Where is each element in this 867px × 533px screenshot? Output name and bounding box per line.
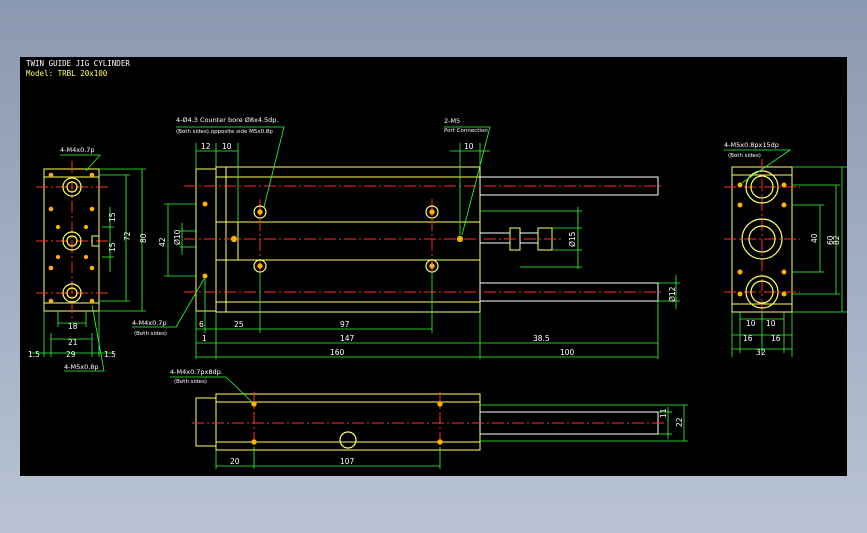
dim-right-10b: 10 — [766, 319, 776, 328]
dim-top-phi15: Ø15 — [568, 231, 577, 247]
cad-drawing-canvas: TWIN GUIDE JIG CYLINDER Model: TRBL 20x1… — [20, 57, 847, 476]
dim-bottom-22: 22 — [675, 417, 684, 427]
dim-top-160: 160 — [330, 348, 345, 357]
top-port-left — [230, 235, 238, 243]
dim-right-40: 40 — [810, 233, 819, 243]
right-view: 40 60 82 10 10 16 16 32 4-M5x0.8px15dp (… — [724, 141, 847, 357]
bottom-view: 11 22 20 107 4-M4x0.7px8dp. (Both sides) — [170, 368, 688, 469]
callout-bottom-thread-note: (Both sides) — [174, 379, 207, 385]
callout-side-thread: 4-M4x0.7p — [132, 319, 167, 327]
top-view: 12 10 10 42 Ø10 Ø15 Ø12 6 25 — [132, 116, 680, 359]
dim-front-w29: 29 — [66, 350, 76, 359]
front-rod-hole — [62, 231, 82, 251]
right-bore-middle — [741, 218, 783, 260]
right-bore-upper — [745, 170, 779, 204]
dim-top-10b: 10 — [464, 142, 474, 151]
dim-front-h15a: 15 — [108, 212, 117, 222]
dim-right-60: 60 — [826, 235, 835, 245]
top-counterbore-hole — [253, 205, 267, 219]
dim-top-phi10: Ø10 — [173, 229, 182, 245]
right-bore-lower — [745, 275, 779, 309]
dim-right-16b: 16 — [771, 334, 781, 343]
dim-top-385: 38.5 — [533, 334, 550, 343]
dim-top-phi12: Ø12 — [668, 286, 677, 302]
top-end-plate — [195, 168, 217, 312]
callout-top-counterbore: 4-Ø4.3 Counter bore Ø8x4.5dp. — [176, 116, 279, 124]
dim-top-1: 1 — [202, 334, 207, 343]
dim-front-w15b: 1.5 — [104, 350, 116, 359]
dim-front-w21: 21 — [68, 338, 78, 347]
dim-front-w15a: 1.5 — [28, 350, 40, 359]
callout-port: 2-M5 — [444, 117, 460, 125]
dim-bottom-11: 11 — [659, 408, 668, 418]
front-port-hole — [62, 177, 82, 197]
callout-port-note: Port Connection — [444, 128, 488, 134]
dim-bottom-20: 20 — [230, 457, 240, 466]
dim-front-h80: 80 — [139, 233, 148, 243]
dim-front-w18: 18 — [68, 322, 78, 331]
front-view: 72 80 15 15 18 21 1.5 29 1.5 4-M4x0.7p 4… — [28, 146, 148, 372]
callout-top-counterbore-note: (Both sides),opposite side M5x0.8p — [176, 129, 273, 135]
dim-right-82: 82 — [832, 235, 841, 245]
dim-right-32: 32 — [756, 348, 766, 357]
dim-bottom-107: 107 — [340, 457, 355, 466]
cad-drawing: TWIN GUIDE JIG CYLINDER Model: TRBL 20x1… — [26, 59, 847, 469]
callout-bottom-thread: 4-M4x0.7px8dp. — [170, 368, 223, 376]
dim-top-25: 25 — [234, 320, 244, 329]
dim-right-16a: 16 — [743, 334, 753, 343]
front-guide-hole — [62, 283, 82, 303]
dim-top-97: 97 — [340, 320, 350, 329]
dim-right-10a: 10 — [746, 319, 756, 328]
top-port-right — [456, 235, 464, 243]
dim-top-6: 6 — [199, 320, 204, 329]
callout-front-bottom-thread: 4-M5x0.8p — [64, 363, 99, 371]
callout-right-thread: 4-M5x0.8px15dp — [724, 141, 779, 149]
dim-top-10a: 10 — [222, 142, 232, 151]
model-label: Model: TRBL 20x100 — [26, 69, 108, 78]
dim-top-42: 42 — [158, 237, 167, 247]
dim-top-147: 147 — [340, 334, 355, 343]
callout-right-thread-note: (Both sides) — [728, 153, 761, 159]
bottom-center-hole — [339, 431, 357, 449]
dim-top-12: 12 — [201, 142, 211, 151]
callout-front-thread: 4-M4x0.7p — [60, 146, 95, 154]
dim-front-h72: 72 — [123, 231, 132, 241]
dim-top-100: 100 — [560, 348, 575, 357]
drawing-title: TWIN GUIDE JIG CYLINDER — [26, 59, 130, 68]
callout-side-thread-note: (Both sides) — [134, 331, 167, 337]
dim-front-h15b: 15 — [108, 242, 117, 252]
bottom-end-plate — [195, 397, 217, 447]
